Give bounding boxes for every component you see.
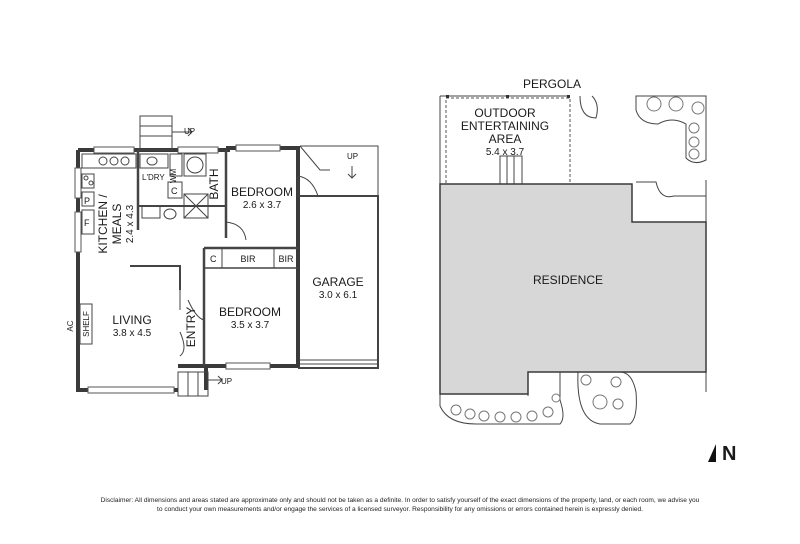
- fridge-label: F: [84, 218, 90, 228]
- outdoor-label-3: AREA: [489, 132, 522, 146]
- laundry-label: L'DRY: [142, 173, 165, 182]
- garage-label: GARAGE: [312, 275, 363, 289]
- bedroom-1-dimensions: 2.6 x 3.7: [243, 200, 282, 211]
- kitchen-label-2: MEALS: [110, 204, 124, 245]
- pantry-label: P: [84, 196, 90, 206]
- bedroom-2-label: BEDROOM: [219, 305, 281, 319]
- entry-label: ENTRY: [184, 307, 198, 347]
- outdoor-label-2: ENTERTAINING: [461, 119, 549, 133]
- shrubs: [450, 96, 705, 423]
- site-plan: [439, 95, 707, 425]
- residence-label: RESIDENCE: [533, 273, 603, 287]
- living-dimensions: 3.8 x 4.5: [113, 328, 152, 339]
- outdoor-dimensions: 5.4 x 3.7: [486, 147, 525, 158]
- up-label-3: UP: [221, 377, 232, 386]
- ac-label: AC: [66, 320, 75, 331]
- disclaimer-text: Disclaimer: All dimensions and areas sta…: [100, 497, 700, 513]
- kitchen-label: KITCHEN /: [96, 194, 110, 254]
- washing-machine-label: WM: [169, 169, 178, 184]
- bedroom-1-label: BEDROOM: [231, 185, 293, 199]
- outdoor-label-1: OUTDOOR: [474, 106, 536, 120]
- residence-block: [439, 183, 707, 395]
- north-arrow-icon: N: [708, 443, 736, 465]
- cupboard-label-2: C: [210, 254, 217, 264]
- cupboard-label-1: C: [171, 186, 178, 196]
- pergola-label: PERGOLA: [523, 77, 581, 91]
- up-label-1: UP: [184, 127, 195, 136]
- bir-label-2: BIR: [278, 254, 294, 264]
- shelf-label: SHELF: [82, 311, 91, 337]
- bir-label-1: BIR: [240, 254, 256, 264]
- house-labels: KITCHEN / MEALS 2.4 x 4.3 L'DRY WM C BAT…: [66, 127, 364, 386]
- up-label-2: UP: [347, 152, 358, 161]
- living-label: LIVING: [112, 313, 151, 327]
- house-plan: [74, 115, 379, 397]
- garage-dimensions: 3.0 x 6.1: [319, 290, 358, 301]
- site-labels: PERGOLA OUTDOOR ENTERTAINING AREA 5.4 x …: [461, 77, 603, 287]
- bath-label: BATH: [207, 168, 221, 199]
- kitchen-dimensions: 2.4 x 4.3: [125, 204, 136, 243]
- bedroom-2-dimensions: 3.5 x 3.7: [231, 320, 270, 331]
- north-label: N: [722, 443, 736, 465]
